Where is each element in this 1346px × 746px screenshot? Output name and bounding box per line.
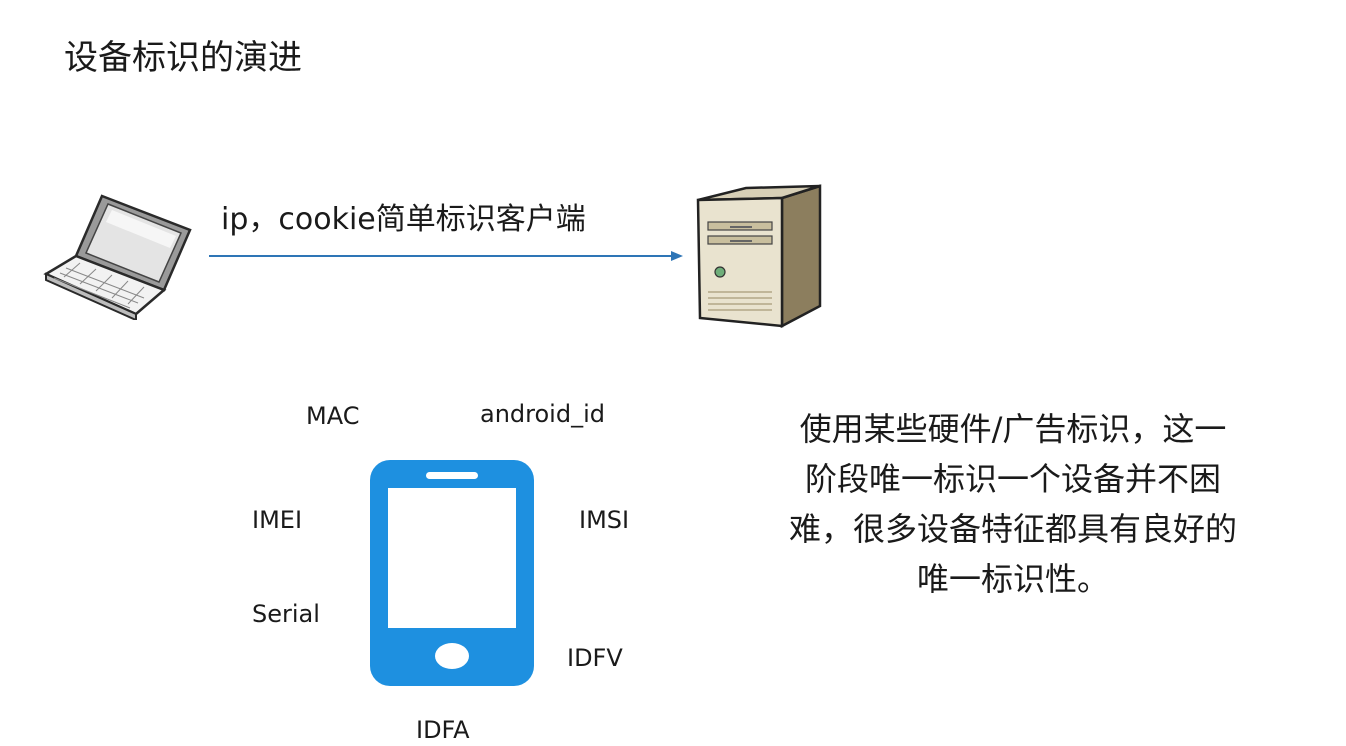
label-mac: MAC: [306, 402, 360, 430]
description-line: 难，很多设备特征都具有良好的: [788, 510, 1237, 548]
description-line: 使用某些硬件/广告标识，这一: [799, 410, 1227, 448]
label-idfa: IDFA: [416, 716, 470, 744]
description-line: 唯一标识性。: [916, 560, 1109, 598]
label-imsi: IMSI: [579, 506, 630, 534]
description-text: 使用某些硬件/广告标识，这一 阶段唯一标识一个设备并不困 难，很多设备特征都具有…: [748, 404, 1278, 604]
label-idfv: IDFV: [567, 644, 623, 672]
arrow-label: ip，cookie简单标识客户端: [221, 202, 586, 237]
server-tower-icon: [696, 184, 822, 329]
label-serial: Serial: [252, 600, 320, 628]
laptop-icon: [43, 194, 192, 320]
arrow-connector: [209, 251, 683, 261]
smartphone-icon: [370, 460, 534, 686]
label-imei: IMEI: [252, 506, 303, 534]
page-title: 设备标识的演进: [64, 38, 302, 78]
description-line: 阶段唯一标识一个设备并不困: [804, 460, 1221, 498]
label-android-id: android_id: [480, 400, 605, 428]
